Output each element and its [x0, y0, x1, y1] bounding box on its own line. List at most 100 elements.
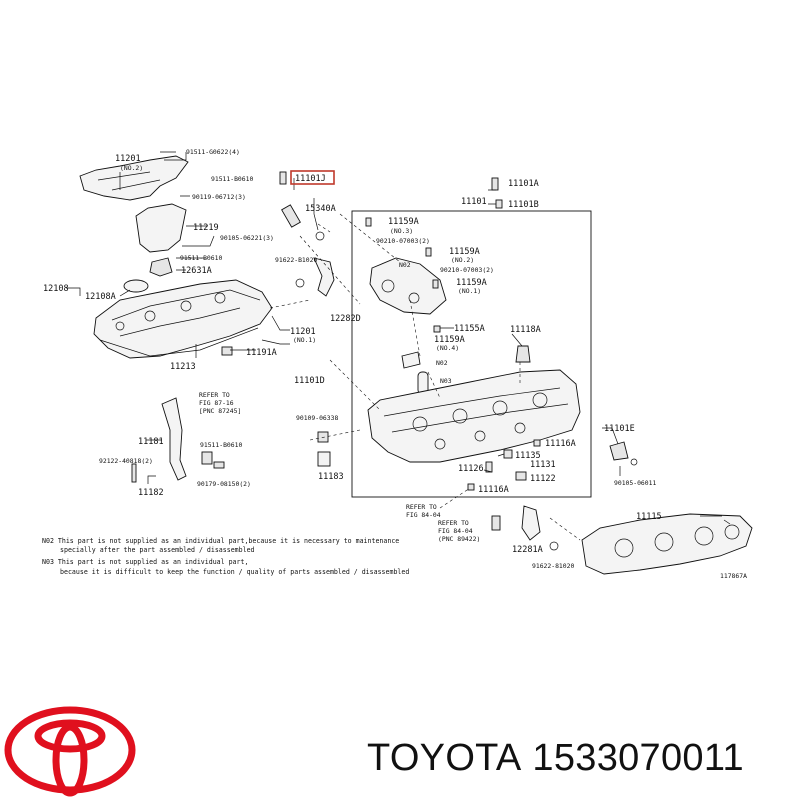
label-refer2-a: REFER TO [406, 503, 437, 511]
brand-name: TOYOTA [367, 737, 522, 779]
label-refer1-b: FIG 87-16 [199, 399, 234, 407]
toyota-logo-icon [4, 706, 136, 797]
cylinder-head-part [367, 369, 581, 463]
label-n02-a: N02 [399, 261, 411, 269]
label-11213: 11213 [170, 362, 196, 372]
label-11181: 11181 [138, 437, 164, 447]
label-11182: 11182 [138, 488, 164, 498]
label-11116a-2: 11116A [478, 485, 509, 495]
plug-11116a-upper-part [533, 439, 541, 447]
bracket-12281a-part [521, 505, 541, 541]
bracket-11181-part [161, 397, 187, 481]
label-12282d: 12282D [330, 314, 361, 324]
label-11159a-2: 11159A [449, 247, 480, 257]
label-11201-no2: 11201 [115, 154, 141, 164]
stud-11101e-part [609, 441, 629, 461]
label-11159a-2-sub: (NO.2) [451, 256, 474, 264]
note-n03-line1: N03 This part is not supplied as an indi… [42, 558, 248, 566]
label-refer3-b: FIG 84-04 [438, 527, 473, 535]
label-refer2-b: FIG 84-04 [406, 511, 441, 519]
label-11183: 11183 [318, 472, 344, 482]
label-90119-06712: 90119-06712(3) [192, 193, 246, 201]
brand-caption: TOYOTA 1533070011 [367, 737, 744, 780]
part-number: 1533070011 [532, 737, 744, 779]
cylinder-head-cover-part [93, 279, 273, 359]
label-11159a-1-sub: (NO.3) [390, 227, 413, 235]
label-12108a: 12108A [85, 292, 116, 302]
label-11159a-4-sub: (NO.4) [436, 344, 459, 352]
plate-11183-part [317, 451, 331, 467]
label-11201-no2-sub: (NO.2) [120, 164, 143, 172]
label-11155a: 11155A [454, 324, 485, 334]
label-11219: 11219 [193, 223, 219, 233]
timing-cover-no2-part [79, 155, 189, 201]
bearing-cap-n02b-part [401, 351, 421, 369]
label-11101d: 11101D [294, 376, 325, 386]
label-11101b: 11101B [508, 200, 539, 210]
oil-filler-cap-part [123, 279, 149, 293]
seal-11122-part [515, 471, 527, 481]
bolt-11159a-no1-part [432, 279, 439, 289]
label-91622-b1020: 91622-B1020 [275, 256, 317, 264]
label-11116a-1: 11116A [545, 439, 576, 449]
hanger-12282d-part [313, 257, 335, 297]
head-gasket-part [581, 513, 753, 575]
label-refer1-c: [PNC 87245] [199, 407, 241, 415]
label-n03: N03 [440, 377, 452, 385]
label-11159a-3: 11159A [456, 278, 487, 288]
note-n02-line2: specially after the part assembled / dis… [60, 546, 255, 554]
label-90210-07003-2: 90210-07003(2) [440, 266, 494, 274]
label-n02-b: N02 [436, 359, 448, 367]
label-11131: 11131 [530, 460, 556, 470]
label-91511-b0610-mid: 91511-B0610 [180, 254, 222, 262]
plug-15340a-part [281, 204, 301, 228]
label-11115: 11115 [636, 512, 662, 522]
label-91511-b0610-low: 91511-B0610 [200, 441, 242, 449]
note-n02-line1: N02 This part is not supplied as an indi… [42, 537, 399, 545]
label-90179-08150: 90179-08150(2) [197, 480, 251, 488]
bracket-12631a-part [149, 257, 173, 277]
label-12108: 12108 [43, 284, 69, 294]
bolt-90179-part [213, 461, 225, 469]
plug-refer-part [491, 515, 501, 531]
cover-11219-part [135, 203, 187, 253]
plug-11118a-part [515, 345, 531, 363]
label-11159a-3-sub: (NO.1) [458, 287, 481, 295]
stud-11101b-part [495, 199, 503, 209]
cylinder-head-assembly-box [351, 210, 592, 498]
label-92122-40818: 92122-40818(2) [99, 457, 153, 465]
label-91622-81020: 91622-81020 [532, 562, 574, 570]
label-90105-06011: 90105-06011 [614, 479, 656, 487]
plug-11135-part [503, 449, 513, 459]
guide-11126-part [485, 461, 493, 473]
label-11126: 11126 [458, 464, 484, 474]
label-90105-06221: 90105-06221(3) [220, 234, 274, 242]
label-11135: 11135 [515, 451, 541, 461]
label-91511-g0622: 91511-G0622(4) [186, 148, 240, 156]
label-11159a-4: 11159A [434, 335, 465, 345]
label-11201-no1-sub: (NO.1) [293, 336, 316, 344]
label-12631a: 12631A [181, 266, 212, 276]
label-12281a: 12281A [512, 545, 543, 555]
label-11159a-1: 11159A [388, 217, 419, 227]
label-15340a: 15340A [305, 204, 336, 214]
label-refer3-a: REFER TO [438, 519, 469, 527]
bolt-11159a-no3-part [365, 217, 372, 227]
label-11191a: 11191A [246, 348, 277, 358]
label-11101j: 11101J [295, 174, 326, 184]
stud-11101a-part [491, 177, 499, 191]
grommet-11191a-part [221, 346, 233, 356]
bolt-91511-top-part [279, 171, 287, 185]
note-n03-line2: because it is difficult to keep the func… [60, 568, 409, 576]
label-11118a: 11118A [510, 325, 541, 335]
stud-92122-part [131, 463, 137, 483]
label-11101a: 11101A [508, 179, 539, 189]
label-refer1-a: REFER TO [199, 391, 230, 399]
plug-11116a-part [467, 483, 475, 491]
bolt-91511-low-part [201, 451, 213, 465]
highlight-frame-11101j [290, 170, 335, 185]
label-11101: 11101 [461, 197, 487, 207]
bolt-11159a-no2-part [425, 247, 432, 257]
label-91511-b0610-top: 91511-B0610 [211, 175, 253, 183]
label-refer3-c: (PNC 89422) [438, 535, 480, 543]
